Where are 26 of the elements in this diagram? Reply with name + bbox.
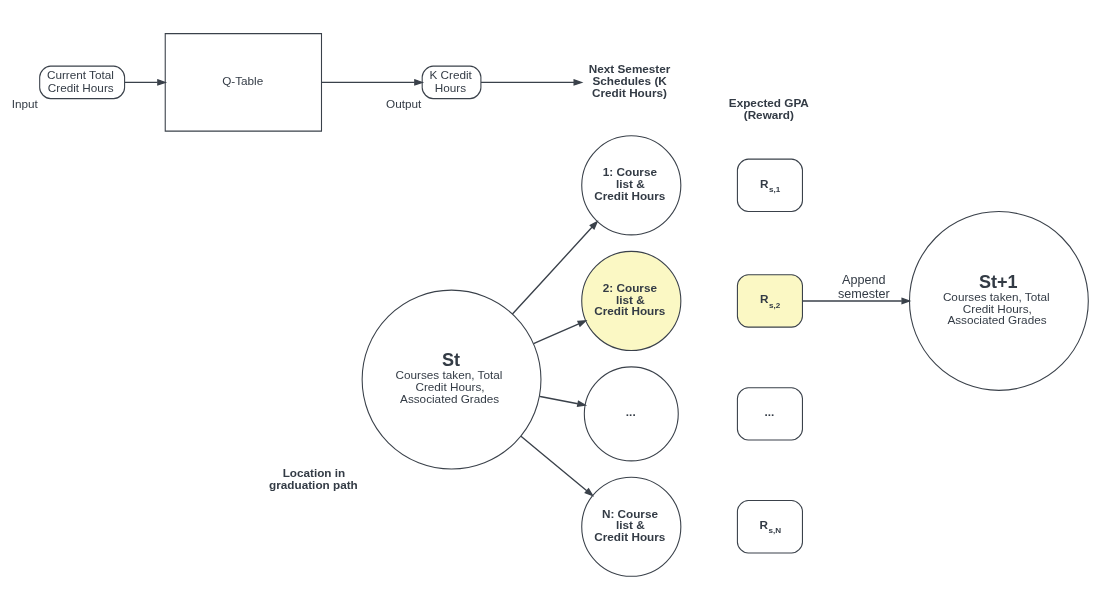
arrow: [321, 78, 425, 86]
label: Expected GPA (Reward): [728, 95, 809, 121]
arrow: [520, 435, 595, 497]
arrow: [124, 78, 168, 86]
node-label: Location in graduation path: [269, 465, 358, 491]
node-box: R$_{s,1}$: [736, 158, 803, 212]
node-text: Next Semester Schedules (K Credit Hours): [588, 61, 671, 99]
arrow: [480, 78, 584, 86]
arrow: [511, 219, 599, 315]
node-circle: St+1 Courses taken, Total Credit Hours, Associated Grades: [908, 210, 1089, 391]
node-box: ...: [736, 386, 803, 441]
arrow: [532, 319, 588, 344]
arrow: [802, 297, 912, 304]
arrow: [538, 395, 588, 407]
node-circle: 2: Course list & Credit Hours: [581, 250, 682, 351]
node-circle: 1: Course list & Credit Hours: [581, 134, 682, 235]
node-box: R$_{s,2}$: [736, 273, 803, 328]
edge-label: Append semester: [837, 272, 890, 301]
node-label: Input: [11, 96, 38, 110]
node-box: Current Total Credit Hours: [39, 65, 126, 99]
node-circle: St Courses taken, Total Credit Hours, Associated Grades: [361, 289, 542, 469]
node-box: K Credit Hours: [421, 65, 482, 99]
node-box: R$_{s,N}$: [736, 499, 803, 553]
node-box: Q-Table: [164, 32, 323, 132]
node-label: Output: [386, 96, 422, 110]
node-circle: ...: [583, 365, 679, 461]
